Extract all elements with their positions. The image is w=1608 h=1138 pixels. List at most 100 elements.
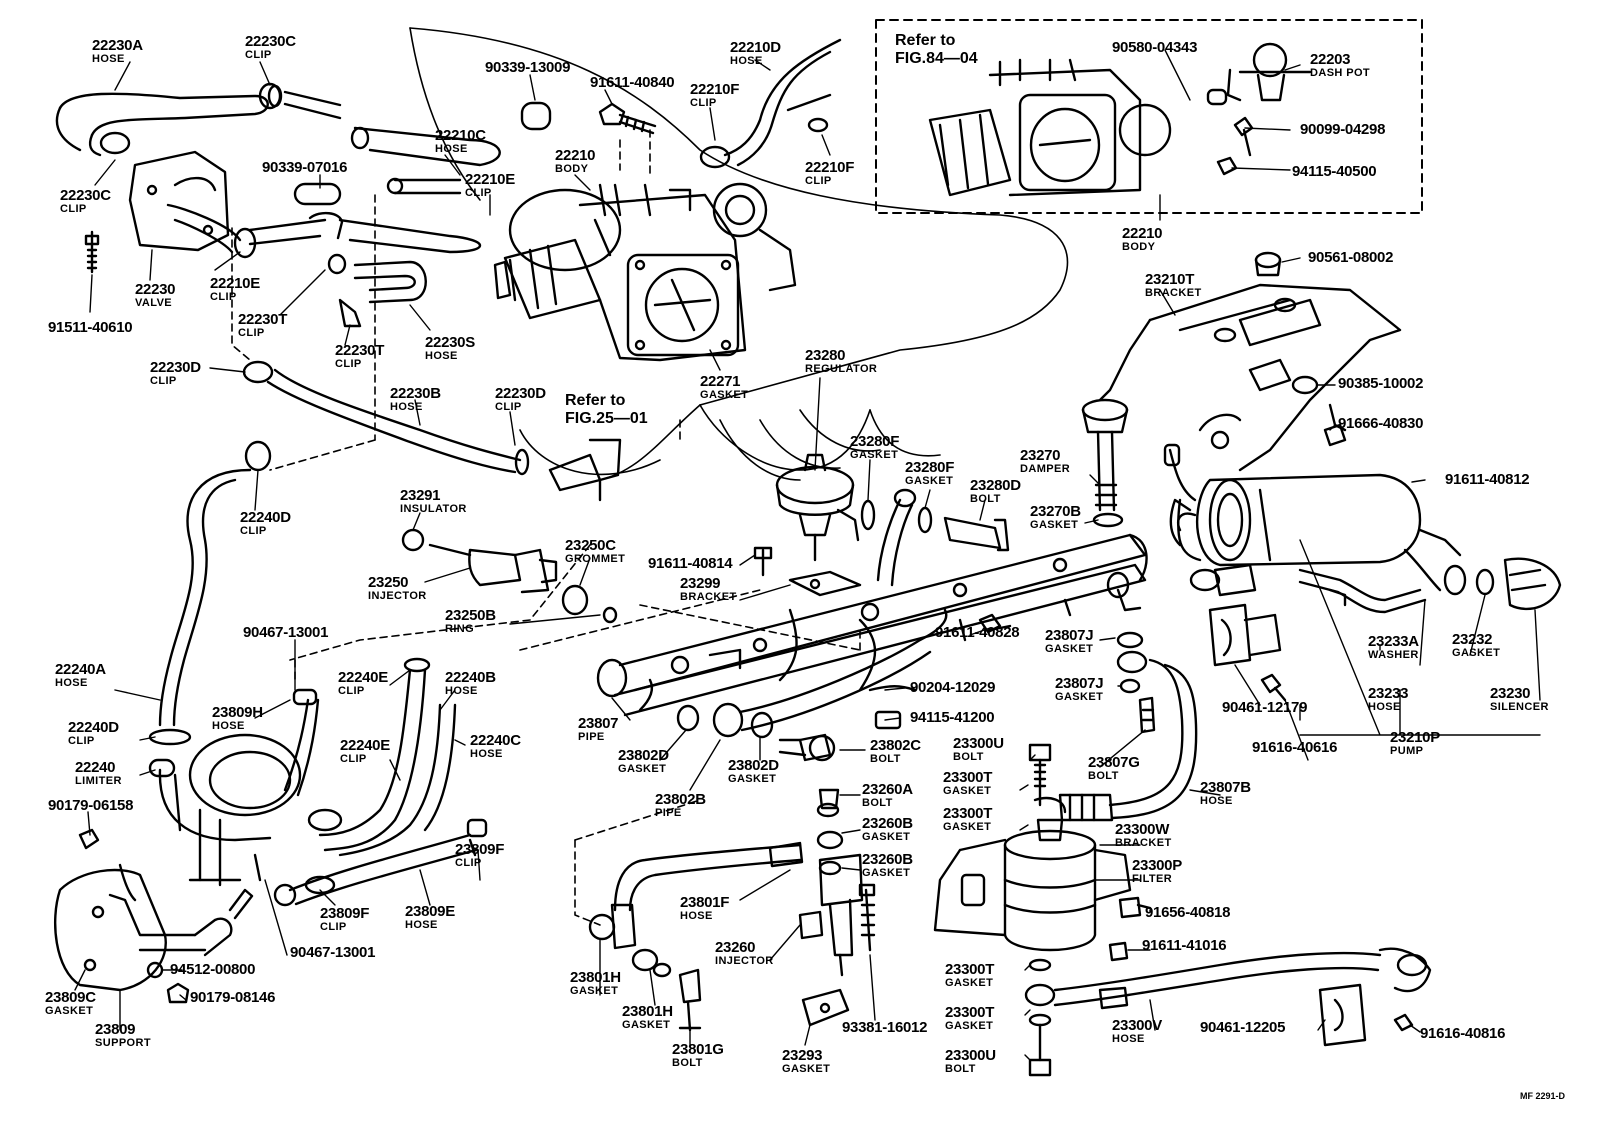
part-number: 23807B bbox=[1200, 779, 1251, 796]
part-number: 23280D bbox=[970, 477, 1021, 494]
valve-22230-art bbox=[84, 150, 257, 274]
part-number: 23299 bbox=[680, 575, 721, 592]
part-number: 22210E bbox=[465, 171, 515, 188]
part-name: CLIP bbox=[340, 753, 367, 765]
part-number: 23300U bbox=[953, 735, 1004, 752]
part-number: 23801H bbox=[622, 1003, 673, 1020]
part-name: GASKET bbox=[782, 1063, 831, 1075]
part-number: 90099-04298 bbox=[1300, 121, 1386, 138]
part-name: CLIP bbox=[465, 187, 492, 199]
part-number: 22230T bbox=[238, 311, 288, 328]
part-number: 22240B bbox=[445, 669, 496, 686]
part-name: CLIP bbox=[495, 401, 522, 413]
part-name: INSULATOR bbox=[400, 503, 467, 515]
part-name: PIPE bbox=[578, 731, 605, 743]
part-number: 90467-13001 bbox=[290, 944, 376, 961]
part-number: 94512-00800 bbox=[170, 961, 256, 978]
part-name: GASKET bbox=[943, 785, 992, 797]
part-number: 23300T bbox=[945, 1004, 995, 1021]
part-name: GASKET bbox=[945, 977, 994, 989]
part-name: CLIP bbox=[805, 175, 832, 187]
part-number: 23809H bbox=[212, 704, 263, 721]
part-name: BOLT bbox=[870, 753, 901, 765]
part-name: HOSE bbox=[730, 55, 763, 67]
part-name: BRACKET bbox=[1115, 837, 1172, 849]
part-number: 22230D bbox=[150, 359, 201, 376]
regulator-23280-art bbox=[775, 453, 1010, 587]
callout-94115-40500: 94115-40500 bbox=[1292, 164, 1377, 179]
part-name: CLIP bbox=[320, 921, 347, 933]
part-name: BOLT bbox=[953, 751, 984, 763]
part-name: CLIP bbox=[455, 857, 482, 869]
part-name: CLIP bbox=[68, 735, 95, 747]
part-number: 90461-12205 bbox=[1200, 1019, 1286, 1036]
part-name: GASKET bbox=[45, 1005, 94, 1017]
part-number: 22230S bbox=[425, 334, 475, 351]
part-number: 90467-13001 bbox=[243, 624, 329, 641]
refer-to-text: Refer to bbox=[895, 32, 956, 49]
part-name: HOSE bbox=[470, 748, 503, 760]
part-number: 23293 bbox=[782, 1047, 823, 1064]
part-number: 23300W bbox=[1115, 821, 1170, 838]
part-number: 90461-12179 bbox=[1222, 699, 1308, 716]
callout-90461-12205: 90461-12205 bbox=[1200, 1020, 1285, 1035]
part-number: 23210T bbox=[1145, 271, 1195, 288]
part-number: 23300U bbox=[945, 1047, 996, 1064]
part-number: 23300T bbox=[943, 805, 993, 822]
part-number: 23233 bbox=[1368, 685, 1409, 702]
part-name: HOSE bbox=[92, 53, 125, 65]
part-number: 22210 bbox=[555, 147, 596, 164]
callout-94115-41200: 94115-41200 bbox=[910, 710, 995, 725]
part-number: 22240C bbox=[470, 732, 521, 749]
part-number: 23300T bbox=[943, 769, 993, 786]
part-name: HOSE bbox=[435, 143, 468, 155]
part-number: 22240D bbox=[240, 509, 291, 526]
part-number: 22230 bbox=[135, 281, 176, 298]
pump-23210p-art bbox=[1163, 443, 1562, 614]
leader-lines bbox=[231, 129, 861, 926]
part-number: 90339-13009 bbox=[485, 59, 571, 76]
part-name: REGULATOR bbox=[805, 363, 878, 375]
part-name: GASKET bbox=[622, 1019, 671, 1031]
part-number: 22240E bbox=[338, 669, 388, 686]
part-number: 23260 bbox=[715, 939, 756, 956]
part-name: CLIP bbox=[240, 525, 267, 537]
part-number: 91616-40616 bbox=[1252, 739, 1338, 756]
part-name: HOSE bbox=[390, 401, 423, 413]
part-name: HOSE bbox=[212, 720, 245, 732]
part-number: 23300T bbox=[945, 961, 995, 978]
part-name: GASKET bbox=[618, 763, 667, 775]
part-name: GASKET bbox=[1055, 691, 1104, 703]
part-number: 22210C bbox=[435, 127, 486, 144]
part-name: PIPE bbox=[655, 807, 682, 819]
part-number: 23807J bbox=[1045, 627, 1094, 644]
part-name: DAMPER bbox=[1020, 463, 1071, 475]
callout-91656-40818: 91656-40818 bbox=[1145, 905, 1230, 920]
